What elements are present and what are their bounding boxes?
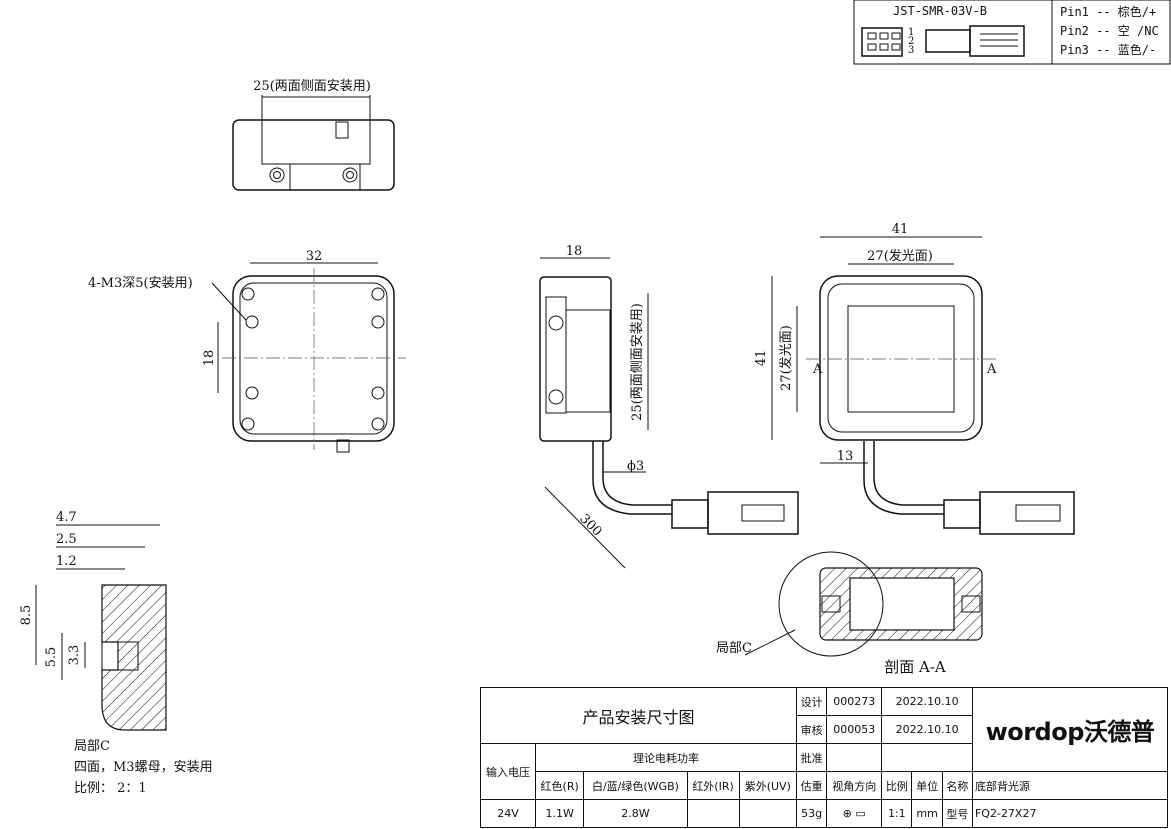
model-label: 型号: [941, 799, 973, 828]
review-label: 审核: [795, 715, 828, 744]
light-view: 41 27(发光面) 41 27(发光面) A A 13: [754, 222, 1075, 535]
detail-dim-4: 8.5: [19, 605, 34, 626]
design-code: 000273: [826, 687, 883, 716]
detail-dim-5: 5.5: [44, 647, 59, 668]
red-power: 1.1W: [534, 799, 585, 828]
cable-diameter-dim: ϕ3: [627, 459, 644, 474]
hole-callout: 4-M3深5(安装用): [88, 276, 193, 291]
light-offset-dim: 13: [837, 449, 854, 464]
voltage-value: 24V: [480, 799, 536, 828]
top-view-width-dim: 25(两面侧面安装用): [253, 79, 371, 94]
section-aa: 剖面 A-A 局部C: [716, 551, 983, 676]
scale-value: 1:1: [881, 799, 913, 828]
detail-c: 4.7 2.5 1.2 8.5 5.5 3.3 局部C 四面，M3螺母，安装用 …: [19, 510, 213, 796]
plug-side-icon: [925, 25, 1025, 57]
ir-label: 红外(IR): [686, 771, 740, 800]
weight-value: 53g: [795, 799, 828, 828]
approve-label: 批准: [795, 743, 828, 772]
name-label: 名称: [941, 771, 973, 800]
model-value: FQ2-27X27: [971, 799, 1169, 828]
detail-note-3: 比例： 2：1: [74, 781, 147, 796]
brand-logo: wordop沃德普: [971, 687, 1169, 772]
view-label: 视角方向: [826, 771, 883, 800]
detail-note-1: 局部C: [74, 739, 110, 754]
input-voltage-label: 输入电压: [480, 743, 536, 800]
pin-number-2: 2: [908, 36, 914, 47]
title-block: 产品安装尺寸图 设计 000273 2022.10.10 wordop沃德普 审…: [480, 687, 1169, 828]
name-value: 底部背光源: [971, 771, 1169, 800]
cable-plug-left: [671, 491, 799, 535]
top-view: 25(两面侧面安装用): [232, 79, 395, 191]
review-date: 2022.10.10: [881, 715, 973, 744]
detail-dim-2: 2.5: [56, 532, 77, 547]
pin3-label: Pin3 -- 蓝色/-: [1060, 43, 1156, 57]
front-view-width-dim: 32: [306, 249, 323, 264]
side-view: 18 25(两面侧面安装用) ϕ3 300: [539, 244, 799, 569]
connector-info-box: JST-SMR-03V-B 1 2 3 Pin1 -- 棕色/+ Pin2 --…: [853, 0, 1171, 65]
pin-number-1: 1: [908, 27, 914, 38]
drawing-title: 产品安装尺寸图: [480, 687, 797, 744]
rgb-power: 2.8W: [583, 799, 688, 828]
front-view-height-dim: 18: [202, 350, 217, 367]
cable-plug-right: [943, 491, 1075, 535]
detail-dim-1: 4.7: [56, 510, 77, 525]
unit-value: mm: [911, 799, 943, 828]
pin-number-3: 3: [908, 45, 914, 56]
detail-dim-3: 1.2: [56, 554, 77, 569]
detail-note-2: 四面，M3螺母，安装用: [74, 760, 213, 775]
light-outer-height-dim: 41: [754, 350, 769, 367]
weight-label: 估重: [795, 771, 828, 800]
light-outer-width-dim: 41: [892, 222, 909, 237]
scale-label: 比例: [881, 771, 913, 800]
light-emit-width-dim: 27(发光面): [867, 248, 933, 264]
pin1-label: Pin1 -- 棕色/+: [1060, 4, 1156, 19]
side-view-depth-dim: 18: [566, 244, 583, 259]
front-view: 32 18 4-M3深5(安装用): [88, 249, 406, 453]
pin2-label: Pin2 -- 空 /NC: [1060, 24, 1159, 38]
design-date: 2022.10.10: [881, 687, 973, 716]
review-code: 000053: [826, 715, 883, 744]
detail-dim-6: 3.3: [67, 645, 82, 666]
section-mark-right: A: [986, 362, 997, 377]
section-mark-left: A: [812, 362, 823, 377]
power-label: 理论电耗功率: [534, 743, 797, 772]
unit-label: 单位: [911, 771, 943, 800]
design-label: 设计: [795, 687, 828, 716]
section-local-label: 局部C: [716, 641, 752, 656]
side-view-side-dim: 25(两面侧面安装用): [630, 303, 645, 421]
light-emit-height-dim: 27(发光面): [778, 325, 794, 391]
section-title: 剖面 A-A: [884, 658, 946, 676]
connector-model: JST-SMR-03V-B: [893, 4, 987, 18]
cable-length-dim: 300: [576, 511, 604, 539]
uv-label: 紫外(UV): [738, 771, 797, 800]
projection-symbol-icon: ⊕ ▭: [826, 799, 883, 828]
red-label: 红色(R): [534, 771, 585, 800]
connector-housing-icon: [861, 27, 903, 57]
rgb-label: 白/蓝/绿色(WGB): [583, 771, 688, 800]
